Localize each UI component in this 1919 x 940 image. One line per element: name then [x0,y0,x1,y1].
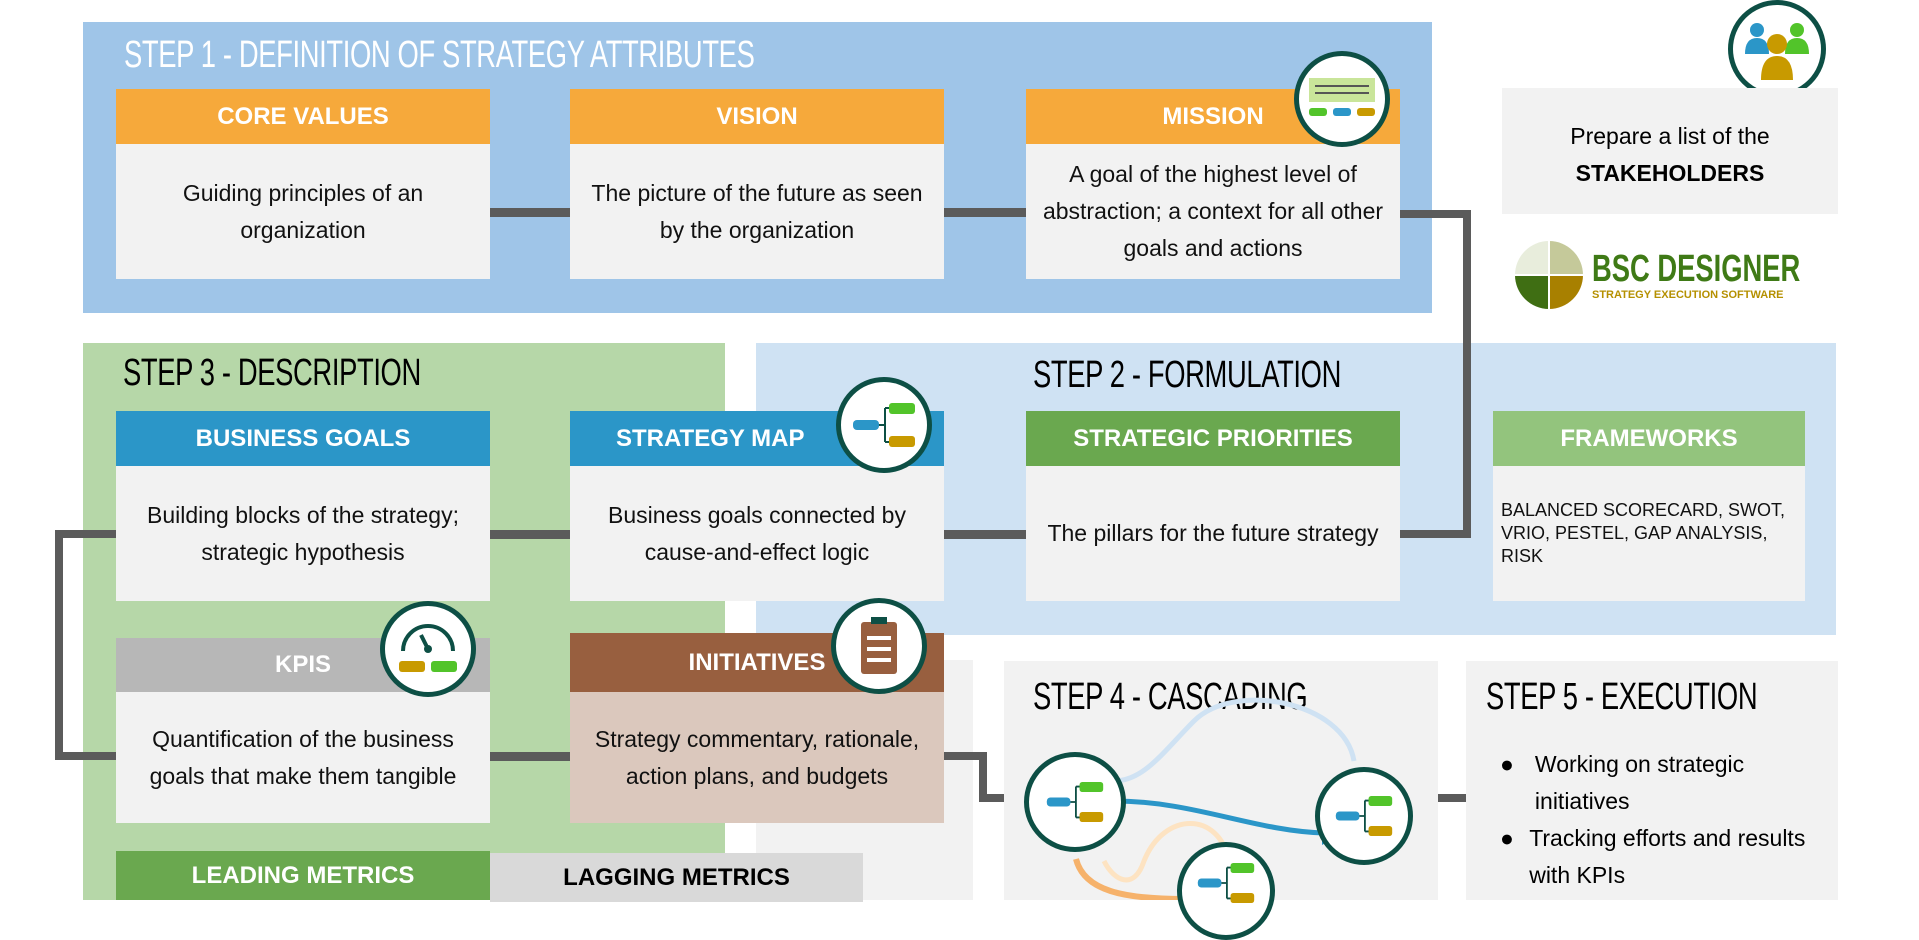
connector [1399,530,1471,538]
card-header: CORE VALUES [116,89,490,144]
step5-title: STEP 5 - EXECUTION [1486,676,1758,718]
list-item: ●Working on strategic initiatives [1500,751,1745,814]
connector [944,208,1026,217]
feedback-arrow [1113,697,1357,784]
cascade-arrow-orange [1073,858,1185,900]
cascade-arrow-blue [1113,798,1325,836]
strategy-map-node-icon [1177,842,1275,940]
stakeholders-people-icon [1728,0,1826,98]
connector [944,752,987,760]
stakeholders-box: Prepare a list of the STAKEHOLDERS [1502,88,1838,214]
execution-list: ●Working on strategic initiatives ●Track… [1500,746,1820,894]
card-text: Strategy commentary, rationale, action p… [570,692,944,823]
connector [1463,210,1471,538]
card-header: FRAMEWORKS [1493,411,1805,466]
card-header: STRATEGIC PRIORITIES [1026,411,1400,466]
leading-metrics-tab: LEADING METRICS [116,851,490,900]
strategy-map-icon [836,377,932,473]
connector [944,530,1026,539]
connector [490,208,570,217]
list-item: ●Tracking efforts and results with KPIs [1500,825,1806,888]
card-header: VISION [570,89,944,144]
core-values-card: CORE VALUES Guiding principles of an org… [116,89,490,279]
card-header: BUSINESS GOALS [116,411,490,466]
connector [1438,794,1466,802]
card-text: Quantification of the business goals tha… [116,692,490,823]
frameworks-card: FRAMEWORKS BALANCED SCORECARD, SWOT, VRI… [1493,411,1805,601]
card-text: The picture of the future as seen by the… [570,144,944,279]
card-text: Guiding principles of an organization [116,144,490,279]
step5-panel [1466,661,1838,900]
clipboard-icon [831,598,927,694]
card-text: The pillars for the future strategy [1026,466,1400,601]
stakeholders-text: Prepare a list of the [1570,123,1770,149]
strategy-map-node-icon [1024,752,1126,852]
strategy-map-card: STRATEGY MAP Business goals connected by… [570,411,944,601]
vision-card: VISION The picture of the future as seen… [570,89,944,279]
connector [979,794,1004,802]
gauge-icon [380,601,476,697]
connector [490,752,570,761]
lagging-metrics-tab: LAGGING METRICS [490,853,863,902]
step3-title: STEP 3 - DESCRIPTION [123,352,421,394]
step4-title: STEP 4 - CASCADING [1033,676,1308,718]
strategic-priorities-card: STRATEGIC PRIORITIES The pillars for the… [1026,411,1400,601]
bsc-designer-logo: BSC DESIGNER STRATEGY EXECUTION SOFTWARE [1514,240,1881,310]
step2-title: STEP 2 - FORMULATION [1033,354,1341,396]
step1-title: STEP 1 - DEFINITION OF STRATEGY ATTRIBUT… [124,34,755,76]
connector [55,752,116,760]
connector [55,530,63,760]
feedback-arrow [1101,821,1232,883]
connector [1399,210,1471,218]
strategy-map-node-icon [1315,767,1413,865]
stakeholders-label: STAKEHOLDERS [1575,160,1765,186]
connector [490,530,570,539]
logo-name: BSC DESIGNER [1592,248,1801,290]
logo-tagline: STRATEGY EXECUTION SOFTWARE [1592,289,1784,301]
card-text: A goal of the highest level of abstracti… [1026,144,1400,279]
card-text: Building blocks of the strategy; strateg… [116,466,490,601]
connector [55,530,116,538]
mission-document-icon [1294,51,1390,147]
card-text: BALANCED SCORECARD, SWOT, VRIO, PESTEL, … [1493,466,1805,601]
connector [979,752,987,802]
business-goals-card: BUSINESS GOALS Building blocks of the st… [116,411,490,601]
logo-mark-icon [1514,240,1584,310]
card-text: Business goals connected by cause-and-ef… [570,466,944,601]
